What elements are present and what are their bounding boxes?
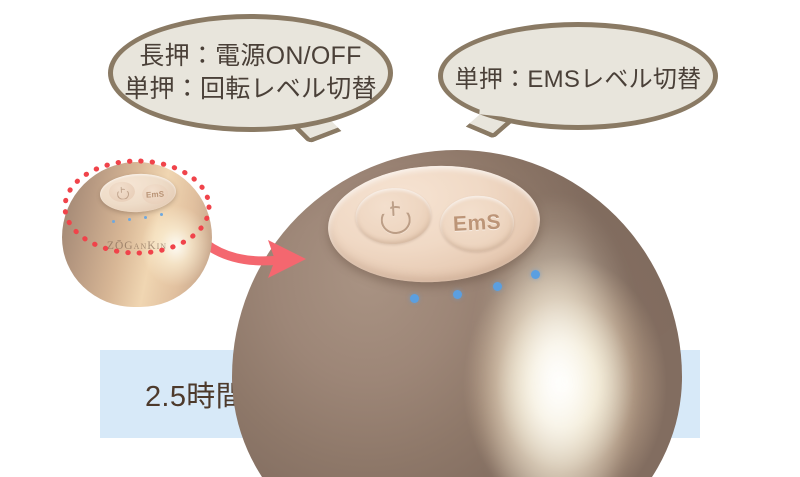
power-button[interactable] [354,186,433,247]
rotation-tail-seam [291,102,323,122]
main-device-body: EmS [232,150,682,477]
brand-logo: ZŌGanKin [106,240,168,252]
inset-indicator-led-2 [128,218,132,222]
inset-device-callout: EmS ZŌGanKin [52,152,222,312]
indicator-led-2 [453,290,462,299]
inset-indicator-led-3 [144,216,148,220]
inset-power-button[interactable] [108,181,136,203]
inset-indicator-led-1 [112,220,116,224]
ems-button[interactable]: EmS [438,193,516,254]
power-icon [116,186,128,198]
inset-ems-button[interactable]: EmS [141,183,169,205]
ems-callout-line-1: 単押：EMSレベル切替 [454,65,702,93]
power-icon [378,200,410,232]
indicator-led-3 [493,282,502,291]
inset-control-pad: EmS [99,172,177,214]
ems-tail-seam [479,98,513,118]
inset-indicator-led-4 [160,213,164,217]
rotation-callout: 長押：電源ON/OFF 単押：回転レベル切替 [108,14,393,132]
inset-device-body: EmS ZŌGanKin [62,162,212,307]
inset-ems-button-label: EmS [145,189,165,200]
indicator-led-1 [410,294,419,303]
indicator-led-4 [531,270,540,279]
rotation-callout-line-1: 長押：電源ON/OFF [139,41,362,70]
ems-button-label: EmS [452,210,502,236]
rotation-callout-line-2: 単押：回転レベル切替 [124,75,377,103]
